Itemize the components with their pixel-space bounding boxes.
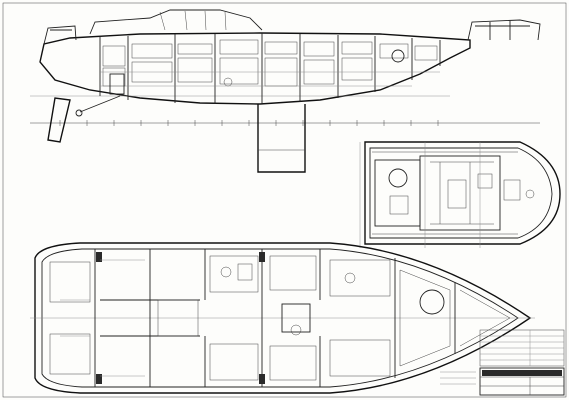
structural-frame-2 bbox=[96, 374, 102, 384]
engine-block bbox=[109, 73, 125, 95]
deck-outline bbox=[364, 141, 561, 245]
plan-bulkheads bbox=[94, 249, 456, 387]
revision-table bbox=[479, 329, 565, 367]
aft-berth-port bbox=[49, 261, 91, 303]
vee-berth bbox=[399, 269, 451, 367]
saloon-settee-port bbox=[269, 255, 317, 291]
hull-profile-outline bbox=[39, 32, 471, 105]
propeller bbox=[75, 109, 83, 117]
station-ticks bbox=[59, 120, 439, 126]
toe-rail bbox=[372, 151, 518, 235]
toilet bbox=[344, 272, 356, 284]
mast-step bbox=[290, 324, 302, 336]
title-block-logo-band bbox=[482, 370, 562, 376]
structural-frame-3 bbox=[259, 252, 265, 262]
deck-plan-view bbox=[359, 141, 561, 248]
keel bbox=[257, 104, 306, 173]
aft-berth-stbd bbox=[49, 333, 91, 375]
rudder bbox=[47, 97, 71, 143]
chain-locker bbox=[459, 289, 511, 347]
deck-reference-lines bbox=[359, 142, 481, 248]
coachroof bbox=[419, 155, 501, 231]
plan-detail-lines bbox=[60, 259, 145, 377]
forepeak-hatch bbox=[419, 289, 445, 315]
deckhouse-windows bbox=[159, 10, 227, 31]
saloon-settee-stbd bbox=[269, 345, 317, 381]
cockpit bbox=[374, 159, 421, 227]
profile-furniture bbox=[100, 39, 440, 87]
deckhouse-outline bbox=[89, 9, 263, 35]
accommodation-plan-view bbox=[30, 242, 535, 394]
forehatch bbox=[503, 179, 521, 201]
windlass bbox=[525, 189, 535, 199]
profile-bulkheads bbox=[99, 33, 441, 104]
structural-frame-4 bbox=[259, 374, 265, 384]
coachroof-panels bbox=[430, 161, 494, 225]
galley-sink bbox=[220, 266, 232, 278]
steering-wheel bbox=[388, 168, 408, 188]
nav-station bbox=[209, 343, 259, 381]
hatch-main bbox=[447, 179, 467, 209]
hatch-fwd bbox=[477, 173, 493, 189]
notes-block bbox=[440, 371, 476, 385]
galley-stove bbox=[237, 263, 253, 281]
title-block bbox=[479, 367, 565, 396]
prop-shaft bbox=[79, 95, 121, 113]
engine-box bbox=[157, 299, 199, 337]
notes-lines bbox=[440, 371, 476, 385]
profile-section-view bbox=[30, 9, 541, 173]
heads-compartment bbox=[329, 259, 391, 297]
bow-pulpit bbox=[467, 19, 541, 41]
galley bbox=[209, 255, 259, 293]
stern-pulpit bbox=[43, 25, 77, 45]
deck-inner-outline bbox=[369, 147, 553, 239]
hanging-locker bbox=[329, 339, 391, 377]
title-block-frame bbox=[479, 367, 565, 396]
structural-frame-1 bbox=[96, 252, 102, 262]
saloon-table bbox=[281, 303, 311, 333]
cockpit-table bbox=[389, 195, 409, 215]
